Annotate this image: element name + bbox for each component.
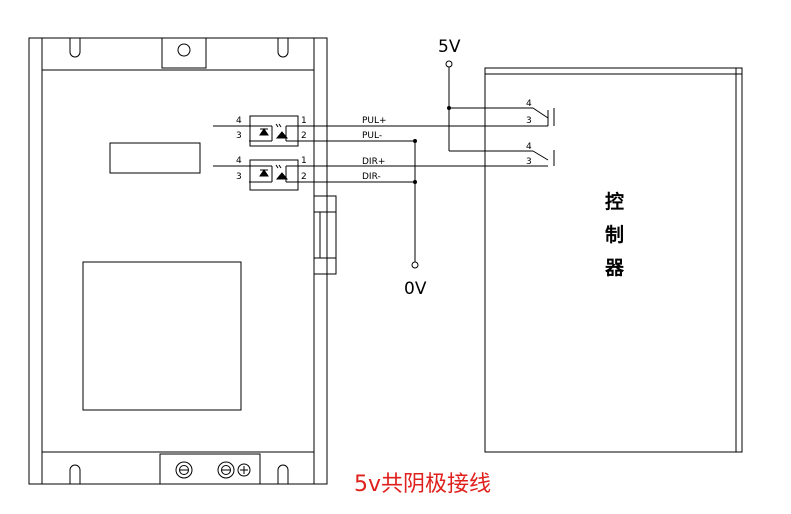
optocoupler-2 [213, 159, 520, 191]
ctrl-pin-t2-4: 4 [526, 142, 532, 152]
opto1-pin-2: 2 [301, 131, 307, 141]
pul-minus-label: PUL- [362, 131, 382, 141]
ground-0v-label: 0V [404, 279, 427, 299]
opto1-pin-3: 3 [236, 131, 242, 141]
opto2-pin-4: 4 [236, 156, 242, 166]
supply-5v-label: 5V [438, 37, 461, 57]
opto2-pin-2: 2 [301, 172, 307, 182]
caption-text: 5v共阴极接线 [354, 472, 491, 497]
terminal-circles [411, 60, 453, 269]
controller-char-1: 控 [605, 190, 624, 213]
ctrl-pin-t2-3: 3 [526, 157, 532, 167]
dir-plus-label: DIR+ [362, 157, 385, 167]
opto1-pin-4: 4 [236, 116, 242, 126]
controller-outline [484, 67, 743, 453]
driver-outline [28, 37, 337, 485]
controller-pins: 4 3 4 3 [526, 99, 532, 167]
opto2-pin-1: 1 [301, 156, 307, 166]
screw-icon [175, 461, 251, 479]
controller-char-3: 器 [604, 257, 625, 279]
pul-plus-label: PUL+ [362, 116, 387, 126]
controller-char-2: 制 [605, 223, 624, 246]
optocoupler-1-pins: 4 3 1 2 [236, 116, 307, 141]
controller-title: 控 制 器 [604, 190, 625, 279]
opto1-pin-1: 1 [301, 116, 307, 126]
ctrl-pin-t1-3: 3 [526, 116, 532, 126]
opto2-pin-3: 3 [236, 172, 242, 182]
optocoupler-1 [213, 115, 415, 147]
ctrl-pin-t1-4: 4 [526, 99, 532, 109]
junction-dots [413, 106, 451, 184]
dir-minus-label: DIR- [362, 172, 381, 182]
optocoupler-2-pins: 4 3 1 2 [236, 156, 307, 182]
